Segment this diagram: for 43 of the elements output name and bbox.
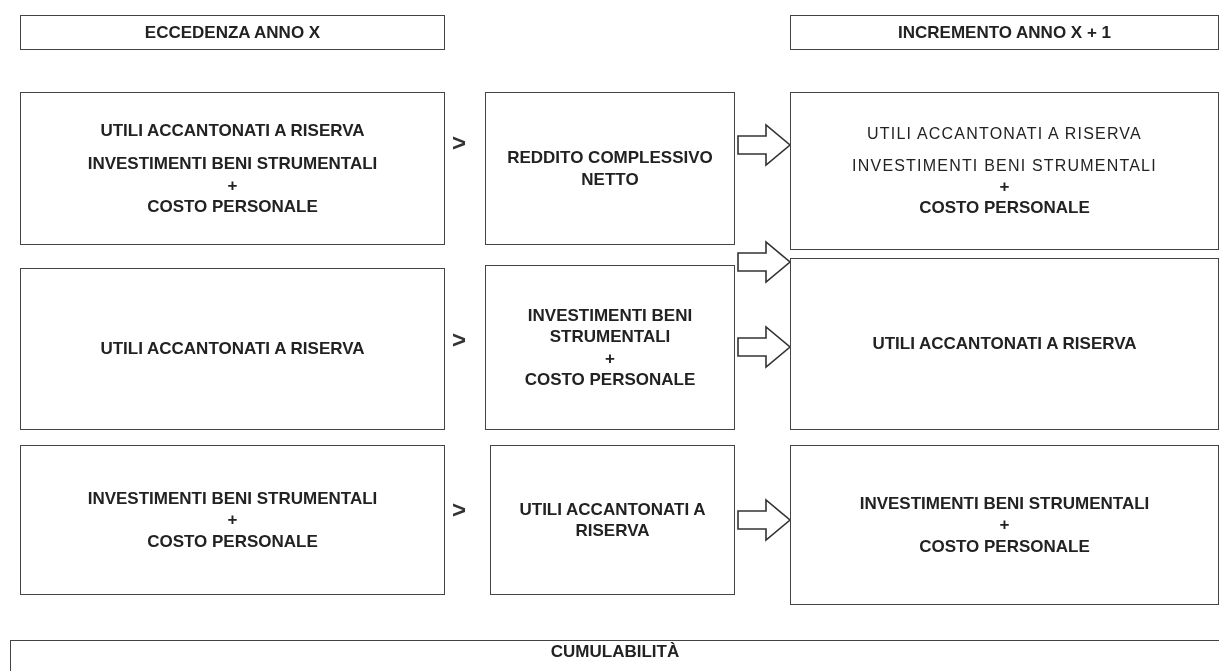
box-text: COSTO PERSONALE (919, 535, 1090, 557)
comparison-sign: > (452, 326, 466, 354)
box-text: UTILI ACCANTONATI A RISERVA (518, 498, 707, 542)
box-text: + (999, 175, 1010, 197)
block-arrow (737, 240, 792, 284)
comparison-sign: > (452, 496, 466, 524)
box-text: INVESTIMENTI BENI STRUMENTALI (859, 493, 1150, 515)
content-box (20, 445, 445, 595)
box-text: INCREMENTO ANNO X + 1 (898, 21, 1111, 44)
box-text: COSTO PERSONALE (919, 197, 1090, 219)
box-text: INVESTIMENTI BENI STRUMENTALI (852, 155, 1157, 176)
box-text: ECCEDENZA ANNO X (144, 21, 321, 44)
block-arrow (737, 123, 792, 167)
header-box (20, 15, 445, 50)
box-text: + (605, 347, 615, 369)
box-text: INVESTIMENTI BENI STRUMENTALI (87, 488, 378, 510)
content-box (20, 268, 445, 430)
box-text: UTILI ACCANTONATI A RISERVA (100, 338, 365, 360)
content-box (790, 258, 1219, 430)
box-text: COSTO PERSONALE (147, 195, 318, 217)
box-text: INVESTIMENTI BENI STRUMENTALI (526, 305, 694, 348)
content-box (20, 92, 445, 245)
content-box (485, 92, 735, 245)
box-text: COSTO PERSONALE (147, 530, 318, 552)
content-box (490, 445, 735, 595)
title-band (10, 640, 1219, 671)
block-arrow (737, 325, 792, 369)
box-text: + (227, 174, 238, 196)
comparison-sign: > (452, 129, 466, 157)
content-box (790, 92, 1219, 250)
block-arrow (737, 498, 792, 542)
box-text: REDDITO COMPLESSIVO NETTO (506, 147, 714, 190)
content-box (485, 265, 735, 430)
box-text: + (227, 509, 238, 531)
content-box (790, 445, 1219, 605)
box-text: COSTO PERSONALE (524, 368, 696, 390)
header-box (790, 15, 1219, 50)
box-text: + (999, 514, 1010, 536)
box-text: UTILI ACCANTONATI A RISERVA (872, 333, 1137, 355)
box-text: UTILI ACCANTONATI A RISERVA (100, 120, 365, 142)
box-text: UTILI ACCANTONATI A RISERVA (867, 123, 1142, 144)
box-text: CUMULABILITÀ (550, 641, 680, 663)
box-text: INVESTIMENTI BENI STRUMENTALI (87, 153, 378, 175)
